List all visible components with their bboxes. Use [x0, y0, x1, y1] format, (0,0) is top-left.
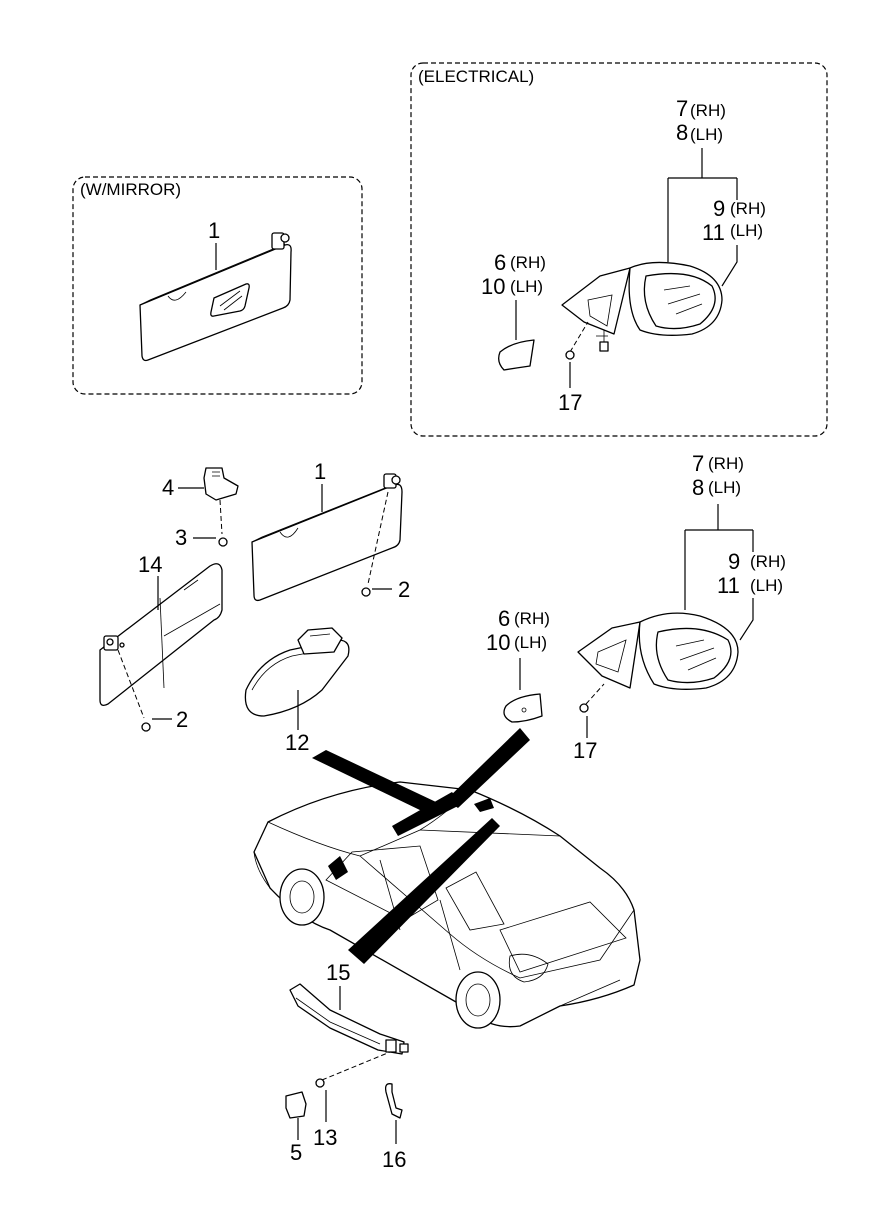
- callout-5: 5: [290, 1140, 302, 1165]
- callout-8-box-side: (LH): [690, 125, 723, 144]
- callout-9: 9: [728, 549, 740, 574]
- screw-13: [315, 1051, 391, 1088]
- callout-7-box: 7: [676, 96, 688, 121]
- sun-visor-rh: [251, 473, 403, 602]
- callout-11: 11: [717, 573, 740, 598]
- visor-holder-bracket: [203, 467, 239, 501]
- callout-17-box: 17: [558, 390, 582, 415]
- callout-7-side: (RH): [708, 454, 744, 473]
- callout-6-side: (RH): [514, 609, 550, 628]
- screw-3: [218, 499, 228, 547]
- electrical-option-title: (ELECTRICAL): [418, 67, 534, 86]
- callout-9-side: (RH): [750, 552, 786, 571]
- callout-3: 3: [175, 525, 187, 550]
- screw-2a: [361, 491, 389, 597]
- callout-4: 4: [162, 475, 174, 500]
- callout-7-box-side: (RH): [690, 101, 726, 120]
- callout-7: 7: [692, 451, 704, 476]
- outside-mirror-manual: [577, 612, 739, 690]
- callout-10-box-side: (LH): [510, 277, 543, 296]
- callout-9-box-side: (RH): [730, 199, 766, 218]
- assist-grip-handle: [289, 983, 409, 1055]
- electric-outside-mirror: [561, 261, 723, 352]
- sun-visor-lh: [99, 563, 223, 706]
- screw-2b: [117, 649, 151, 732]
- screw-17: [579, 683, 605, 713]
- callout-10-side: (LH): [514, 633, 547, 652]
- callout-6: 6: [498, 606, 510, 631]
- callout-13: 13: [313, 1125, 337, 1150]
- callout-14: 14: [138, 552, 162, 577]
- callout-10: 10: [486, 630, 510, 655]
- inside-rear-view-mirror: [244, 627, 350, 717]
- mirror-cover: [503, 693, 543, 723]
- callout-9-box: 9: [713, 196, 725, 221]
- electrical-option-box: (ELECTRICAL) 7 (RH) 8 (LH) 9 (RH) 11 (LH…: [410, 62, 828, 437]
- callout-2b: 2: [176, 707, 188, 732]
- callout-15: 15: [326, 960, 350, 985]
- mirror-option-box: (W/MIRROR) 1: [72, 176, 363, 395]
- callout-8: 8: [692, 475, 704, 500]
- mirror-cover-box: [498, 339, 535, 371]
- callout-6-box: 6: [494, 250, 506, 275]
- callout-6-box-side: (RH): [510, 253, 546, 272]
- callout-2a: 2: [398, 577, 410, 602]
- screw-box: [565, 321, 589, 360]
- callout-1-box: 1: [208, 218, 220, 243]
- location-indicators: [312, 728, 530, 964]
- callout-8-box: 8: [676, 120, 688, 145]
- callout-12: 12: [285, 730, 309, 755]
- callout-11-side: (LH): [750, 576, 783, 595]
- screw-cover-cap: [285, 1091, 307, 1119]
- mirror-option-title: (W/MIRROR): [80, 180, 181, 199]
- callout-11-box: 11: [702, 220, 725, 245]
- sun-visor-with-mirror: [139, 232, 292, 362]
- callout-10-box: 10: [481, 274, 505, 299]
- vehicle-body: [253, 781, 641, 1029]
- callout-17: 17: [573, 738, 597, 763]
- callout-8-side: (LH): [708, 478, 741, 497]
- callout-16: 16: [382, 1147, 406, 1172]
- retaining-clip: [384, 1083, 403, 1119]
- callout-11-box-side: (LH): [730, 221, 763, 240]
- callout-1: 1: [314, 459, 326, 484]
